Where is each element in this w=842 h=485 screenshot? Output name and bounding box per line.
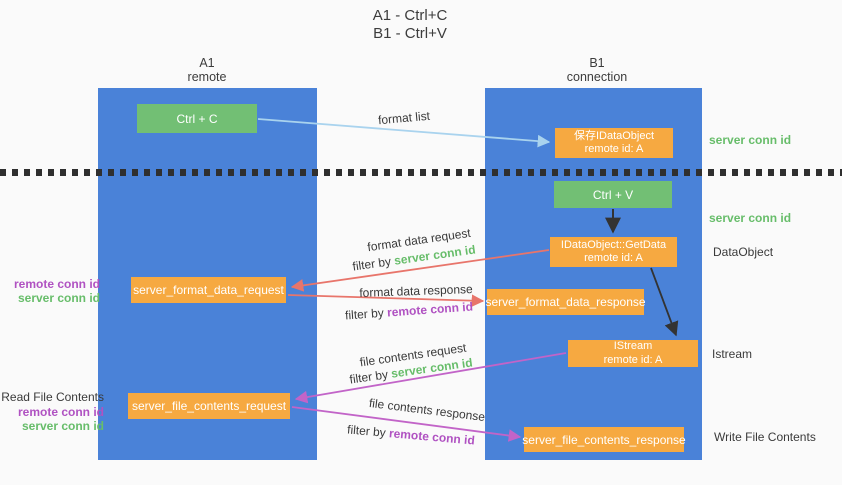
node-server-format-data-request: server_format_data_request [131, 277, 286, 303]
filter-by-text: filter by [351, 253, 396, 274]
label-filter-by-remote-conn-1: filter by remote conn id [345, 300, 474, 323]
title-line-2: B1 - Ctrl+V [373, 25, 447, 42]
side-server-conn-id-1: server conn id [17, 291, 100, 305]
node-save-idataobject-line1: 保存IDataObject [573, 129, 655, 142]
node-format-request-label: server_format_data_request [133, 283, 284, 297]
side-istream: Istream [712, 347, 753, 361]
side-server-conn-id-2: server conn id [21, 419, 104, 433]
node-getdata-line1: IDataObject::GetData [560, 238, 667, 251]
filter-by-text: filter by [344, 305, 388, 323]
label-format-list: format list [377, 108, 431, 128]
node-format-response-label: server_format_data_response [485, 295, 646, 309]
side-server-conn-id-mid: server conn id [709, 211, 792, 225]
lifeline-b1-name: B1 [589, 56, 605, 70]
node-getdata-line2: remote id: A [584, 252, 643, 264]
side-read-file-contents: Read File Contents [1, 390, 104, 404]
lifeline-header-b1: B1 connection [527, 56, 667, 84]
remote-conn-id-text: remote conn id [386, 299, 474, 320]
node-save-idataobject-line2: remote id: A [584, 143, 644, 155]
lifeline-a1-name: A1 [199, 56, 215, 70]
lifeline-a1-subtitle: remote [187, 70, 227, 84]
node-file-response-label: server_file_contents_response [522, 432, 686, 447]
node-istream: IStream remote id: A [568, 340, 698, 367]
side-write-file-contents: Write File Contents [714, 430, 816, 444]
label-file-contents-response: file contents response [368, 395, 486, 425]
node-file-request-label: server_file_contents_request [131, 399, 287, 413]
node-save-idataobject: 保存IDataObject remote id: A [555, 128, 673, 158]
lifeline-b1-subtitle: connection [566, 70, 628, 84]
session-divider-dashed-line [0, 169, 842, 176]
label-filter-by-remote-conn-2: filter by remote conn id [347, 422, 476, 447]
node-ctrl-c: Ctrl + C [137, 104, 257, 133]
side-read-file-group: Read File Contents remote conn id server… [0, 390, 104, 433]
node-istream-line1: IStream [613, 340, 653, 352]
side-remote-conn-id-2: remote conn id [17, 405, 104, 419]
node-ctrl-c-label: Ctrl + C [176, 111, 218, 126]
side-remote-conn-id-1: remote conn id [13, 277, 100, 291]
side-server-conn-id-top: server conn id [709, 133, 792, 147]
filter-by-text: filter by [348, 366, 393, 387]
node-ctrl-v: Ctrl + V [554, 181, 672, 208]
node-ctrl-v-label: Ctrl + V [592, 187, 634, 202]
diagram-title: A1 - Ctrl+C B1 - Ctrl+V [300, 7, 520, 43]
node-server-format-data-response: server_format_data_response [485, 289, 646, 315]
node-server-file-contents-request: server_file_contents_request [128, 393, 290, 419]
remote-conn-id-text: remote conn id [388, 426, 476, 448]
filter-by-text: filter by [346, 422, 390, 441]
side-dataobject: DataObject [713, 245, 774, 259]
node-idataobject-getdata: IDataObject::GetData remote id: A [550, 237, 677, 267]
node-server-file-contents-response: server_file_contents_response [522, 427, 686, 452]
label-format-data-response: format data response [359, 282, 473, 300]
side-conn-ids-format: remote conn id server conn id [0, 277, 100, 305]
node-istream-line2: remote id: A [603, 353, 663, 366]
title-line-1: A1 - Ctrl+C [372, 7, 448, 24]
lifeline-header-a1: A1 remote [137, 56, 277, 84]
